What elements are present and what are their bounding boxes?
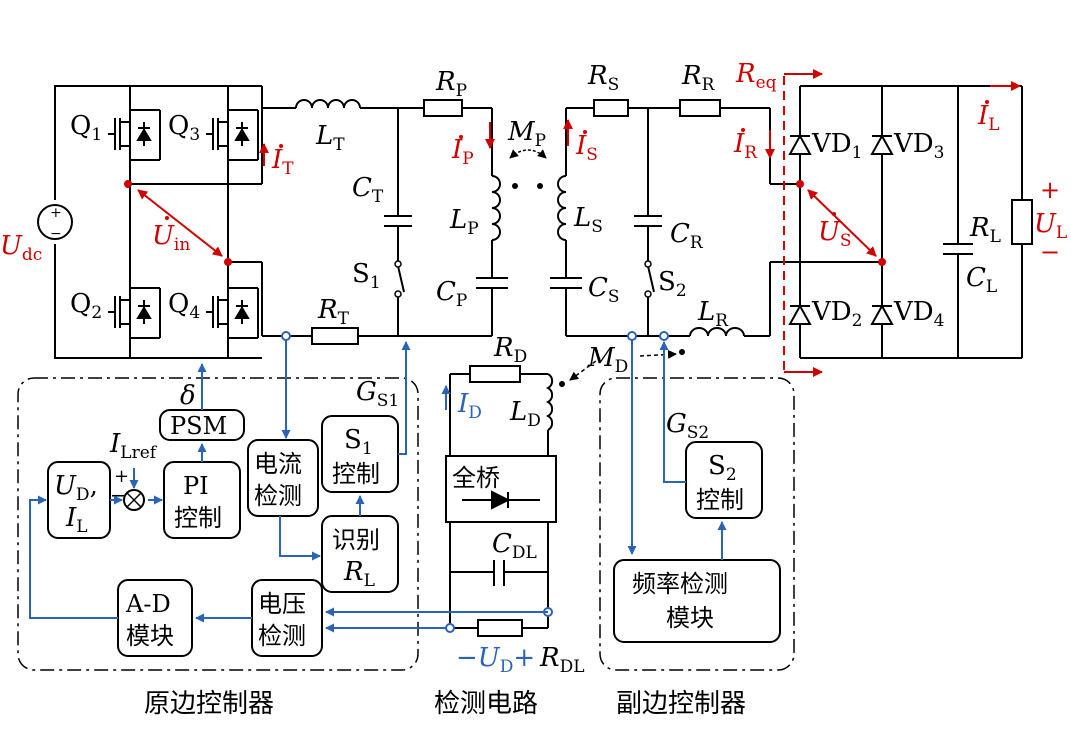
label-gs1: GS1: [356, 377, 399, 411]
label-vd2: VD2: [811, 297, 862, 331]
label-ct: CT: [352, 173, 384, 207]
label-rdl: RDL: [539, 643, 585, 677]
sum-minus: −: [110, 483, 127, 507]
label-cr: CR: [670, 219, 704, 253]
label-uin: Uin: [152, 221, 190, 255]
delta-label: δ: [180, 381, 196, 411]
psm-label: PSM: [170, 412, 227, 440]
identify-rl-line2: RL: [343, 557, 375, 591]
label-rr: RR: [681, 61, 716, 95]
freq-detect-line1: 频率检测: [632, 570, 728, 598]
s2-control-line2: 控制: [696, 486, 744, 514]
identify-rl-line1: 识别: [332, 526, 380, 554]
mosfet-q1: [108, 109, 161, 161]
label-ilref: ILref: [109, 429, 158, 463]
label-rt: RT: [317, 295, 350, 329]
label-full-bridge: 全桥: [452, 464, 500, 492]
label-gs2: GS2: [666, 409, 709, 443]
label-rd: RD: [493, 333, 527, 367]
ud-il-line2: IL: [65, 503, 88, 537]
label-q2: Q2: [70, 289, 102, 323]
label-cp: CP: [436, 277, 467, 311]
current-detect-block: [247, 439, 319, 517]
uin-arrow: [137, 189, 223, 257]
label-vd3: VD3: [893, 129, 944, 163]
svg-text:−: −: [50, 226, 62, 242]
current-detect-line2: 检测: [254, 482, 302, 510]
s2-control-line1: S2: [708, 451, 737, 485]
label-req: Req: [735, 59, 777, 93]
ad-line1: A-D: [125, 590, 171, 618]
label-cs: CS: [588, 273, 620, 307]
label-rp: RP: [435, 67, 467, 101]
label-cl: CL: [966, 263, 997, 297]
label-ul-minus: −: [1040, 238, 1060, 266]
node-b: [224, 258, 232, 266]
current-sense-node: [281, 331, 291, 341]
freq-detect-line2: 模块: [666, 604, 714, 632]
label-mp: MP: [507, 117, 546, 151]
caption-secondary-controller: 副边控制器: [616, 689, 746, 719]
sum-plus: +: [114, 466, 129, 487]
primary-tank: [262, 99, 508, 345]
rectifier: [788, 85, 1033, 359]
caption-detection-circuit: 检测电路: [434, 689, 538, 719]
us-arrow: [807, 189, 877, 257]
label-it: IT: [271, 145, 294, 179]
label-lp: LP: [449, 205, 479, 239]
label-ud: −UD+: [456, 643, 535, 677]
s2-drive-node: [659, 331, 669, 341]
label-s2: S2: [658, 267, 687, 301]
label-q3: Q3: [168, 111, 200, 145]
svg-text:+: +: [50, 205, 62, 221]
voltage-detect-line1: 电压: [258, 590, 306, 618]
detection-circuit: [445, 365, 557, 637]
label-ls: LS: [573, 203, 603, 237]
pi-line2: 控制: [174, 504, 222, 532]
label-udc: Udc: [0, 231, 42, 265]
label-q4: Q4: [168, 289, 200, 323]
caption-primary-controller: 原边控制器: [144, 689, 274, 719]
label-cdl: CDL: [492, 529, 537, 563]
secondary-tank: [550, 99, 800, 337]
label-ip: IP: [451, 135, 474, 169]
s1-control-line2: 控制: [332, 460, 380, 488]
label-lr: LR: [697, 297, 729, 331]
label-il: IL: [977, 101, 1000, 135]
current-detect-line1: 电流: [254, 450, 302, 478]
mosfet-q2: [108, 287, 161, 339]
label-md: MD: [587, 343, 628, 377]
label-vd4: VD4: [893, 297, 944, 331]
primary-controller-box: [17, 377, 419, 671]
node-a: [124, 180, 132, 188]
pi-line1: PI: [183, 472, 209, 500]
label-is: IS: [575, 131, 598, 165]
s1-control-line1: S1: [344, 425, 373, 459]
secondary-controller-box: [599, 377, 795, 671]
label-rl: RL: [969, 213, 1001, 247]
ad-line2: 模块: [126, 622, 174, 650]
ud-il-line1: UD,: [54, 471, 98, 505]
label-ul-plus: +: [1040, 176, 1060, 204]
label-ir: IR: [733, 129, 758, 163]
label-id: ID: [457, 389, 482, 423]
voltage-detect-line2: 检测: [258, 622, 306, 650]
s2-control-block: [685, 441, 763, 519]
control-signal-paths: [29, 340, 727, 633]
label-s1: S1: [352, 259, 381, 293]
label-rs: RS: [587, 61, 619, 95]
mosfet-q3: [206, 109, 259, 161]
label-q1: Q1: [70, 111, 102, 145]
label-lt: LT: [315, 121, 345, 155]
label-ul: UL: [1034, 209, 1067, 243]
label-vd1: VD1: [811, 129, 862, 163]
inverter: [54, 85, 263, 359]
label-ld: LD: [509, 397, 541, 431]
freq-detect-block: [613, 559, 781, 643]
freq-sense-node: [627, 331, 637, 341]
mosfet-q4: [206, 287, 259, 339]
dc-source-icon: + −: [37, 204, 73, 242]
label-us: US: [818, 217, 852, 251]
